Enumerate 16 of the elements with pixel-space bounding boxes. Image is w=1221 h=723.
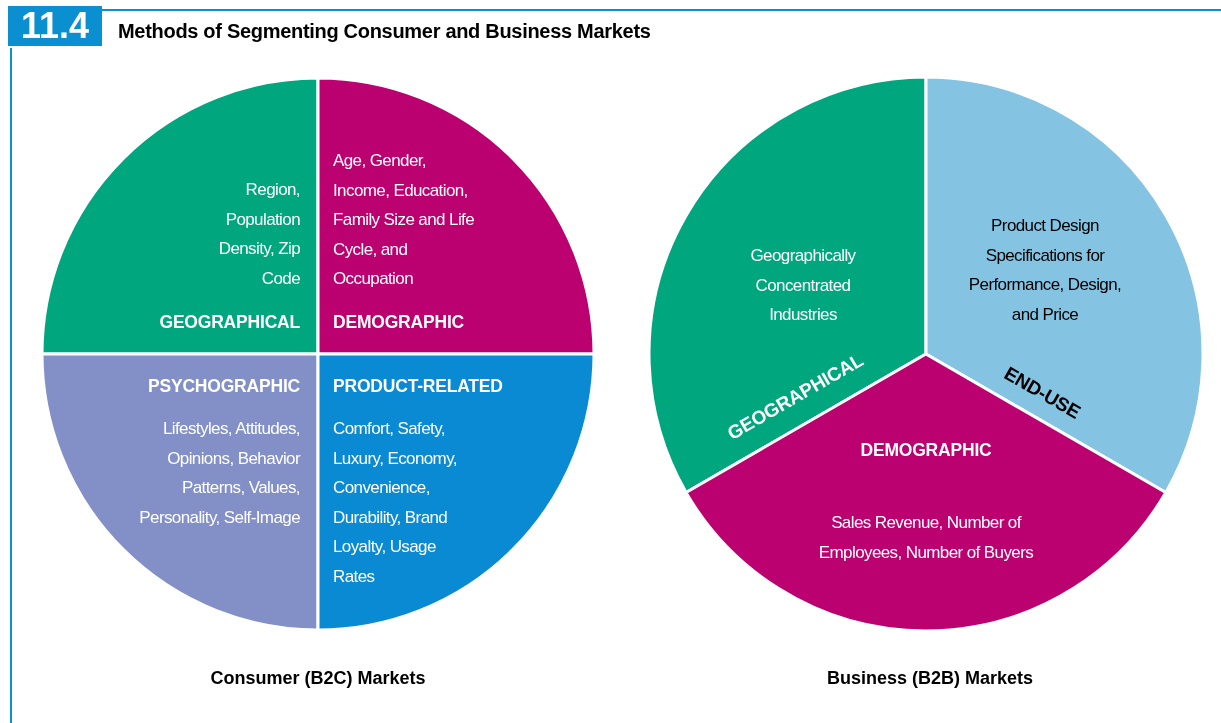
segment-text: Geographically Concentrated Industries [749,245,857,326]
segment-heading: DEMOGRAPHIC [859,440,993,461]
segment-text: Product Design Specifications for Performance, Design, and Price [967,215,1123,326]
segment-heading: PRODUCT-RELATED [333,376,504,397]
segment-text: Lifestyles, Attitudes, Opinions, Behavior Patterns, Values, Personality, Self-Image [138,418,300,529]
figure-number: 11.4 [8,6,102,46]
segment-text: Age, Gender, Income, Education, Family Size and Life Cycle, and Occupation [333,150,476,290]
segment-text: Comfort, Safety, Luxury, Economy, Convenience, Durability, Brand Loyalty, Usage Rates [333,418,458,588]
figure-title: Methods of Segmenting Consumer and Business Markets [118,20,651,43]
segment-heading: DEMOGRAPHIC [333,312,465,333]
segment-text: Sales Revenue, Number of Employees, Number of Buyers [817,512,1035,564]
segment-heading: PSYCHOGRAPHIC [147,376,300,397]
chart-caption: Consumer (B2C) Markets [209,668,427,689]
segment-text: Region, Population Density, Zip Code [217,179,300,290]
chart-caption: Business (B2B) Markets [825,668,1035,689]
segment-heading: GEOGRAPHICAL [158,312,300,333]
